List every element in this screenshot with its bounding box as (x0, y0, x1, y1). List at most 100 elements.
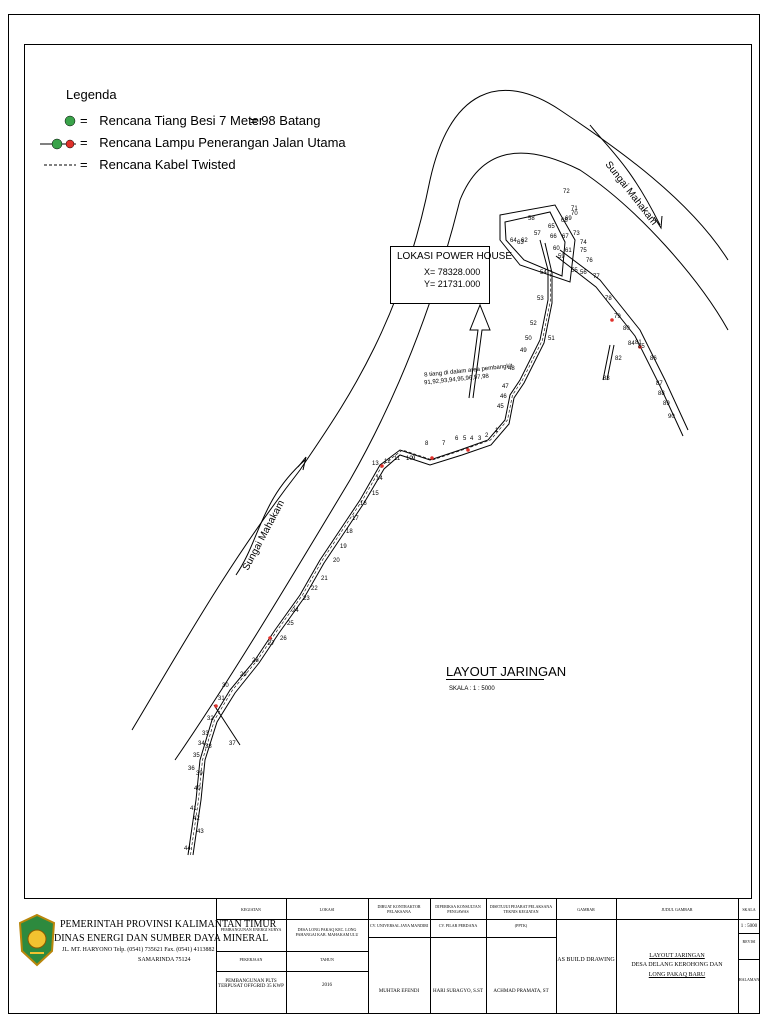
disetujui-name: ACHMAD PRAMATA, ST (493, 989, 549, 994)
legend-label: Rencana Lampu Penerangan Jalan Utama (99, 135, 346, 150)
pole-label: 85 (638, 344, 645, 350)
pole-label: 24 (292, 608, 299, 614)
pole-label: 50 (525, 336, 532, 342)
pole-label: 81 (635, 340, 642, 346)
power-house-x: X= 78328.000 (424, 267, 481, 277)
lamp-marker (268, 636, 272, 640)
pole-label: 39 (196, 771, 203, 777)
pole-label: 82 (615, 356, 622, 362)
lokasi-value: DESA LONG PAKAQ KEC. LONG PAHANGAI KAB. … (295, 927, 359, 937)
pole-label: 73 (573, 231, 580, 237)
dibuat-org: CV. UNIVERSAL JAYA MANDIRI (370, 923, 429, 928)
pole-label: 49 (520, 348, 527, 354)
tahun-value: 2016 (322, 983, 332, 988)
pole-label: 20 (333, 558, 340, 564)
col-kegiatan: KEGIATAN (241, 907, 261, 912)
lamp-marker (638, 345, 642, 349)
col-revisi: REVISI (742, 939, 756, 944)
lamp-marker (430, 456, 434, 460)
pole-label: 1 (495, 428, 499, 434)
pole-label: 4 (470, 436, 474, 442)
col-dibuat: DIBUAT KONTRAKTOR PELAKSANA (377, 904, 421, 914)
col-judul: JUDUL GAMBAR (661, 907, 693, 912)
dibuat-name: MUHTAR EFENDI (378, 989, 420, 994)
pole-label: 62 (521, 238, 528, 244)
pole-label: 74 (580, 240, 587, 246)
pole-label: 53 (537, 296, 544, 302)
pole-label: 18 (346, 529, 353, 535)
gov-city: SAMARINDA 75124 (138, 957, 191, 963)
pole-label: 40 (194, 786, 201, 792)
legend-row-pole: = Rencana Tiang Besi 7 Meter (80, 114, 263, 127)
pole-label: 37 (229, 741, 236, 747)
diperiksa-name: HARI SUBAGYO, S.ST (432, 989, 483, 994)
pole-label: 10 (406, 456, 413, 462)
pole-label: 72 (563, 189, 570, 195)
pole-label: 16 (360, 501, 367, 507)
pole-label: 6 (455, 436, 459, 442)
pole-label: 45 (497, 404, 504, 410)
pole-label: 12 (384, 459, 391, 465)
flow-arrow-lower (235, 459, 306, 576)
tahun-label: TAHUN (320, 957, 334, 962)
pole-label: 89 (663, 401, 670, 407)
pole-label: 57 (534, 231, 541, 237)
pole-labels: 1234567891011121314151617181920212223242… (184, 189, 675, 852)
pole-label: 56 (580, 270, 587, 276)
pole-label: 65 (548, 224, 555, 230)
pole-label: 3 (478, 436, 482, 442)
pole-label: 33 (202, 731, 209, 737)
pole-label: 35 (193, 753, 200, 759)
pole-label: 58 (528, 216, 535, 222)
pekerjaan-label: PEKERJAAN (239, 957, 263, 962)
legend-eq: = (80, 157, 88, 172)
diperiksa-org: CV. PILAR PERDANA (438, 923, 478, 928)
legend-label: Rencana Kabel Twisted (99, 157, 236, 172)
legend-row-lamp: = Rencana Lampu Penerangan Jalan Utama (80, 136, 346, 149)
power-house-arrow (468, 303, 491, 399)
pole-label: 48 (508, 366, 515, 372)
lamp-marker (466, 448, 470, 452)
gov-line2: DINAS ENERGI DAN SUMBER DAYA MINERAL (54, 933, 269, 944)
pole-label: 47 (502, 384, 509, 390)
pole-label: 75 (580, 248, 587, 254)
layout-scale: SKALA : 1 : 5000 (449, 686, 495, 692)
judul-line1: LAYOUT JARINGAN (649, 953, 705, 959)
pole-label: 86 (650, 356, 657, 362)
pole-label: 28 (252, 658, 259, 664)
pole-label: 64 (510, 238, 517, 244)
col-diperiksa: DIPERIKSA KONSULTAN PENGAWAS (435, 904, 481, 914)
pole-label: 87 (656, 381, 663, 387)
legend-lamp-icon (65, 139, 75, 149)
pole-label: 59 (558, 254, 565, 260)
layout-title-underline (446, 679, 544, 680)
map-area (24, 44, 752, 899)
legend-eq: = (80, 113, 88, 128)
legend-pole-icon (64, 115, 76, 127)
pole-label: 19 (340, 544, 347, 550)
pole-label: 68 (561, 218, 568, 224)
legend-eq: = (80, 135, 88, 150)
pole-label: 67 (562, 234, 569, 240)
legend-row-cable: = Rencana Kabel Twisted (80, 158, 236, 171)
drawing-frame (8, 14, 760, 1014)
pole-label: 5 (463, 436, 467, 442)
judul-line2: DESA DELANG KEROHONG DAN (631, 962, 723, 968)
pole-label: 13 (372, 461, 379, 467)
col-lokasi: LOKASI (319, 907, 335, 912)
kegiatan-program: PEMBANGUNAN ENERGI SURYA (220, 927, 282, 932)
pole-label: 55 (571, 268, 578, 274)
pole-label: 46 (500, 394, 507, 400)
power-house-y: Y= 21731.000 (424, 279, 481, 289)
pole-label: 8 (425, 441, 429, 447)
pole-label: 15 (372, 491, 379, 497)
pole-label: 54 (540, 270, 547, 276)
pole-markers (214, 318, 642, 708)
pole-label: 60 (553, 246, 560, 252)
legend-title: Legenda (66, 87, 117, 102)
power-house-title: LOKASI POWER HOUSE (397, 251, 513, 262)
pole-label: 38 (205, 744, 212, 750)
lamp-marker (214, 704, 218, 708)
flow-arrow-upper (589, 124, 661, 226)
